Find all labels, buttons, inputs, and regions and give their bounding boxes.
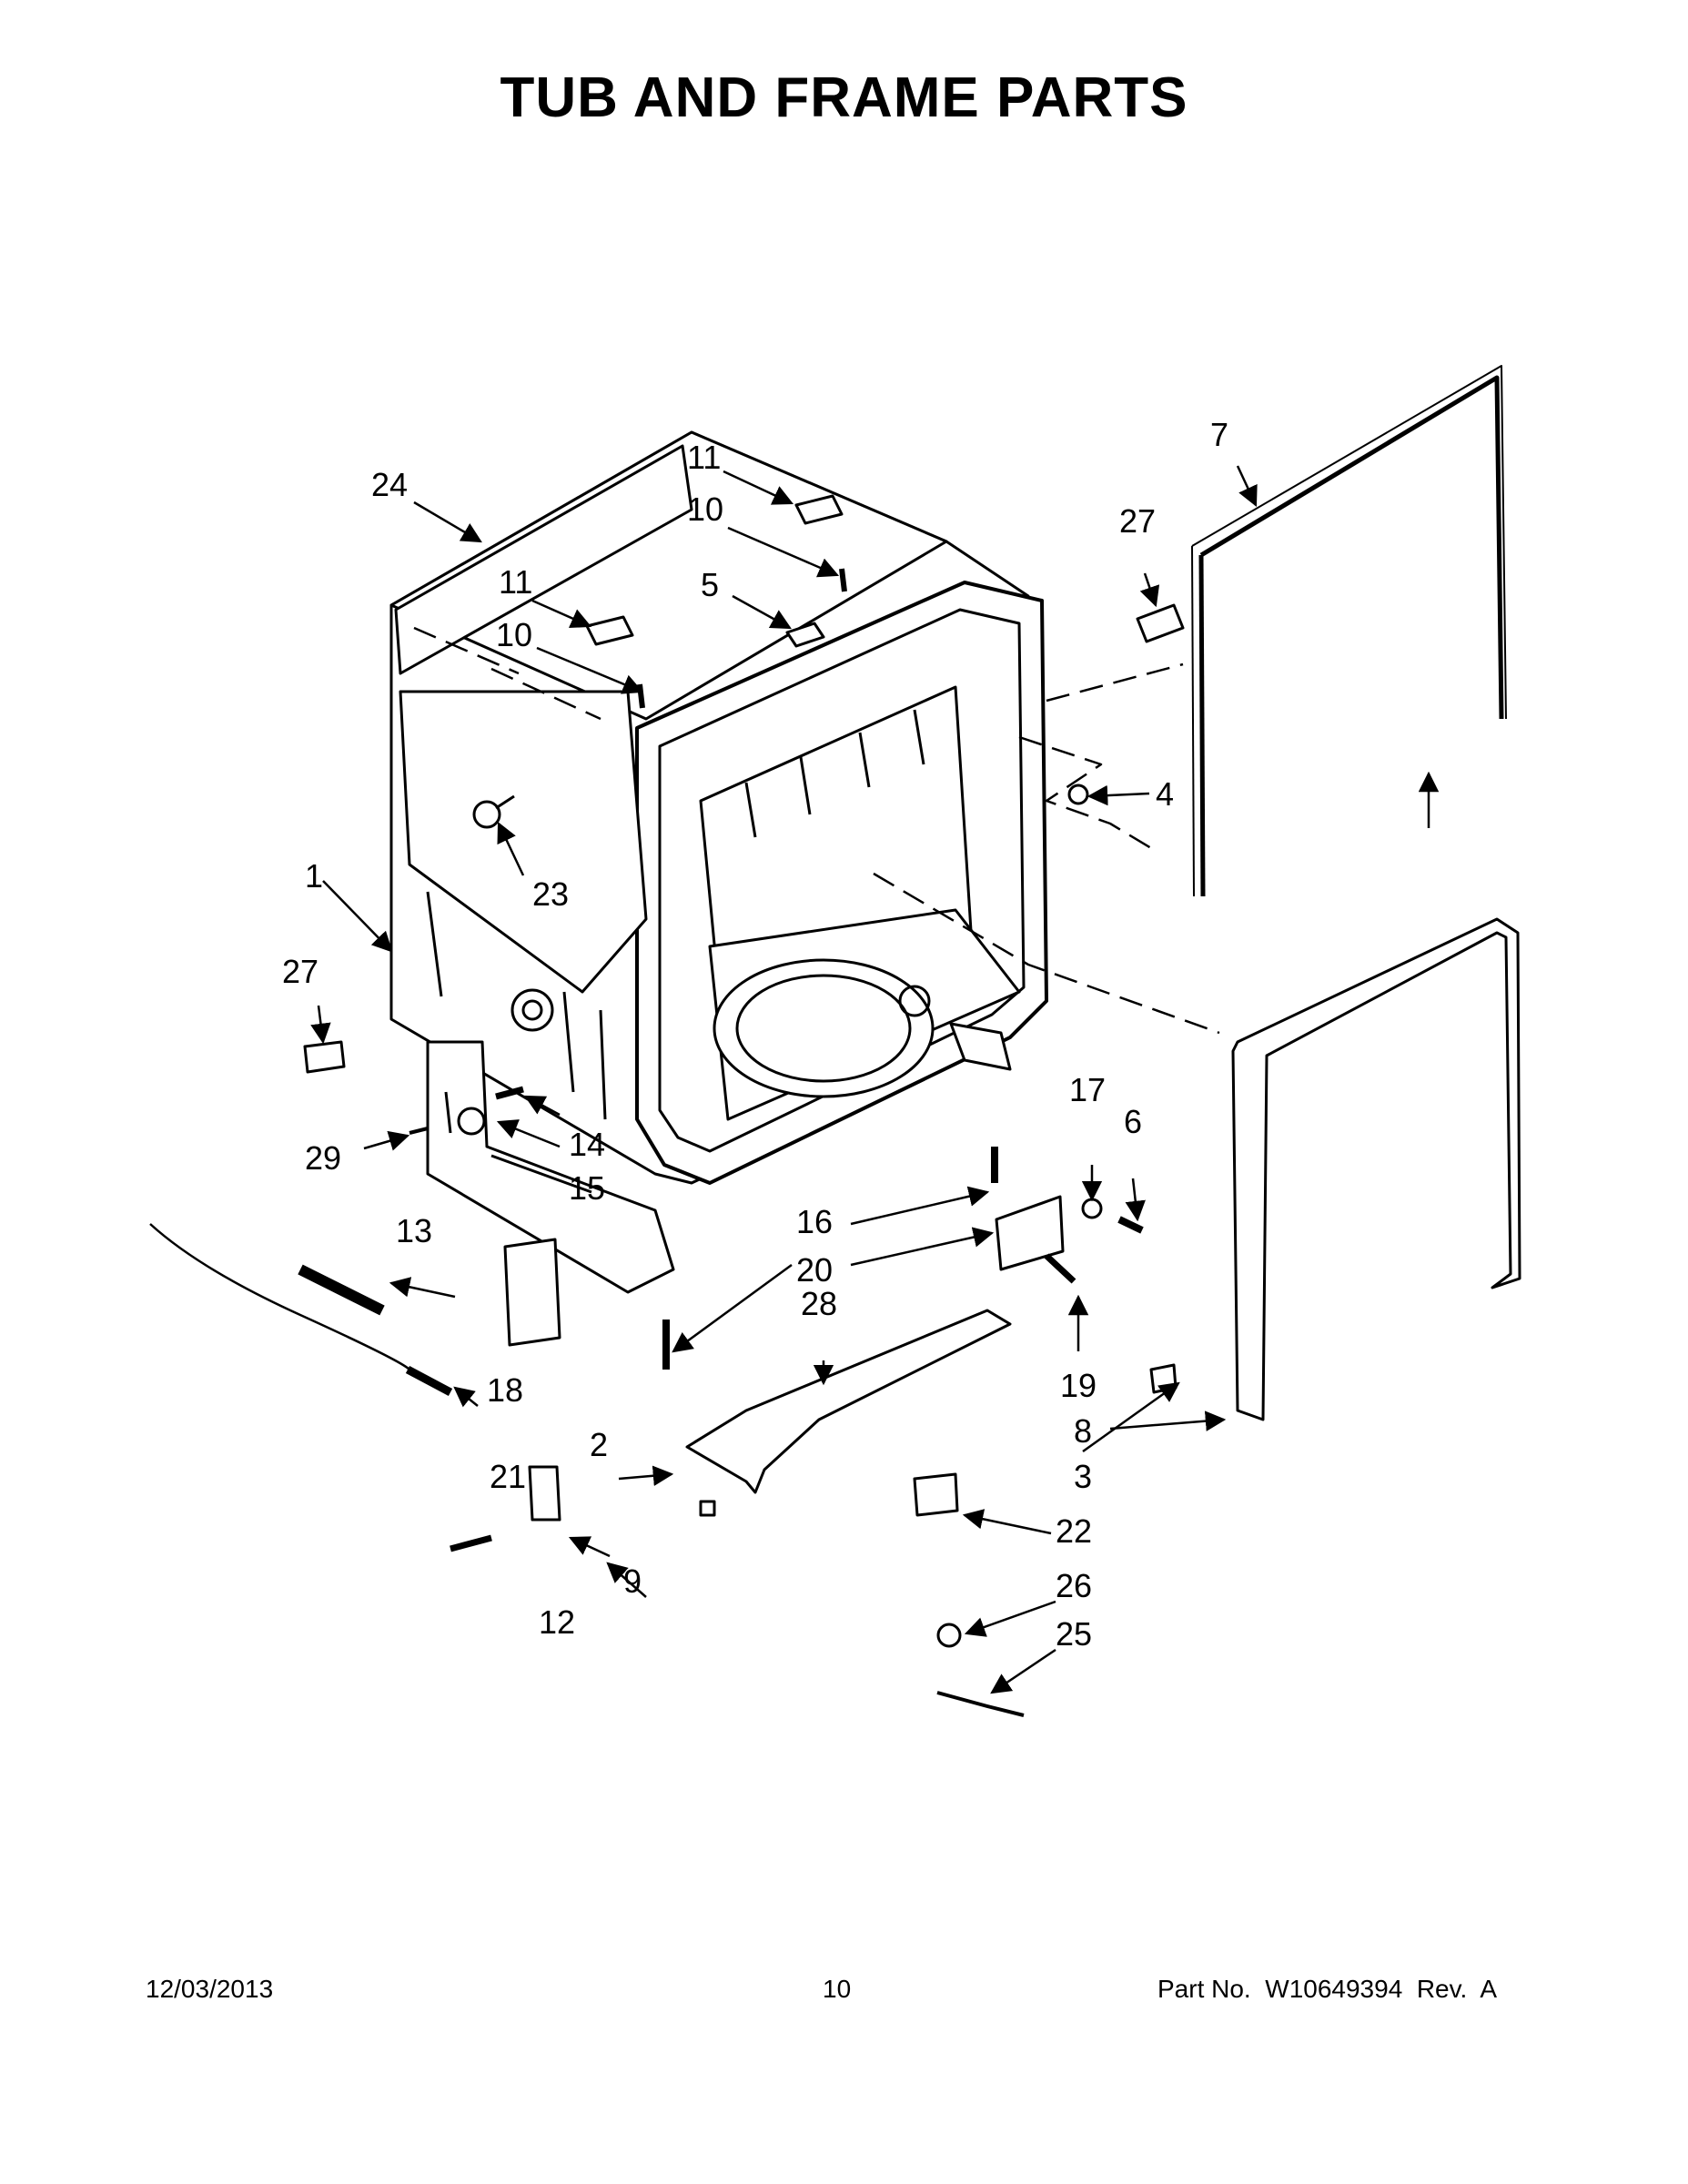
- cable: [149, 1223, 410, 1370]
- callout-8: 8: [1074, 1412, 1092, 1450]
- clip-27-right: [1136, 603, 1185, 643]
- connector-21: [405, 1366, 453, 1396]
- tub-assembly: [389, 430, 1048, 1294]
- callout-29: 29: [305, 1139, 341, 1177]
- door-gasket-top: [1191, 365, 1507, 897]
- callout-3: 3: [1074, 1458, 1092, 1495]
- callout-17: 17: [1069, 1071, 1106, 1108]
- clip-27-left: [303, 1040, 346, 1074]
- hinge-bracket-11-top: [794, 494, 844, 525]
- callout-16: 16: [796, 1203, 833, 1240]
- callout-10a: 10: [687, 490, 723, 528]
- callout-15: 15: [569, 1169, 605, 1207]
- callout-26: 26: [1056, 1567, 1092, 1604]
- assembly-lines: [413, 626, 1220, 1035]
- strap-5: [785, 622, 825, 648]
- callout-7: 7: [1210, 416, 1228, 453]
- callout-28: 28: [801, 1285, 837, 1322]
- foot-2: [699, 1500, 716, 1517]
- callout-27b: 27: [282, 953, 318, 990]
- screw-14: [495, 1086, 524, 1100]
- callout-12: 12: [539, 1603, 575, 1641]
- callout-21: 21: [490, 1458, 526, 1495]
- callout-6: 6: [1124, 1103, 1142, 1140]
- callout-14: 14: [569, 1126, 605, 1163]
- callout-11b: 11: [499, 563, 532, 601]
- screw-12: [450, 1534, 492, 1552]
- part-29: [409, 1127, 429, 1135]
- screw-6: [1117, 1216, 1144, 1234]
- callout-2: 2: [590, 1426, 608, 1463]
- plug-4: [1067, 784, 1089, 805]
- box-22: [913, 1472, 959, 1517]
- callout-1: 1: [305, 857, 323, 895]
- callout-20: 20: [796, 1251, 833, 1289]
- callout-18: 18: [487, 1371, 523, 1409]
- label-13: [503, 1238, 561, 1347]
- leader-lines: [310, 465, 1440, 1694]
- callout-27a: 27: [1119, 502, 1156, 540]
- callout-4: 4: [1156, 775, 1174, 813]
- callout-22: 22: [1056, 1512, 1092, 1550]
- bottom-gasket: [1231, 917, 1521, 1421]
- callout-23: 23: [532, 875, 569, 913]
- callout-10b: 10: [496, 616, 532, 653]
- bracket-20: [995, 1195, 1065, 1271]
- footer-part-number: Part No. W10649394 Rev. A: [1157, 1975, 1498, 2003]
- screw-19: [1044, 1253, 1076, 1284]
- callout-5: 5: [701, 566, 719, 603]
- callout-9: 9: [623, 1562, 642, 1600]
- callout-24: 24: [371, 466, 408, 503]
- washer-15: [457, 1107, 486, 1136]
- footer-page-number: 10: [823, 1975, 852, 2003]
- footer-date: 12/03/2013: [146, 1975, 274, 2003]
- fastener-23: [472, 800, 501, 829]
- callout-11a: 11: [687, 439, 721, 476]
- sensor-26: [936, 1623, 962, 1648]
- hinge-bracket-11-left: [585, 615, 634, 646]
- bracket-25: [936, 1691, 1025, 1717]
- washer-17: [1081, 1198, 1103, 1219]
- callout-labels: 1 2 3 4 5 6 7 8 9 10 10 11 11 12 13 14 1…: [282, 416, 1228, 1653]
- spring-18: [298, 1264, 385, 1316]
- grommet-9: [528, 1465, 561, 1522]
- callout-13: 13: [396, 1212, 432, 1249]
- panel-28: [685, 1309, 1012, 1494]
- callout-25: 25: [1056, 1615, 1092, 1653]
- callout-19: 19: [1060, 1367, 1097, 1404]
- page-title: TUB AND FRAME PARTS: [500, 66, 1188, 129]
